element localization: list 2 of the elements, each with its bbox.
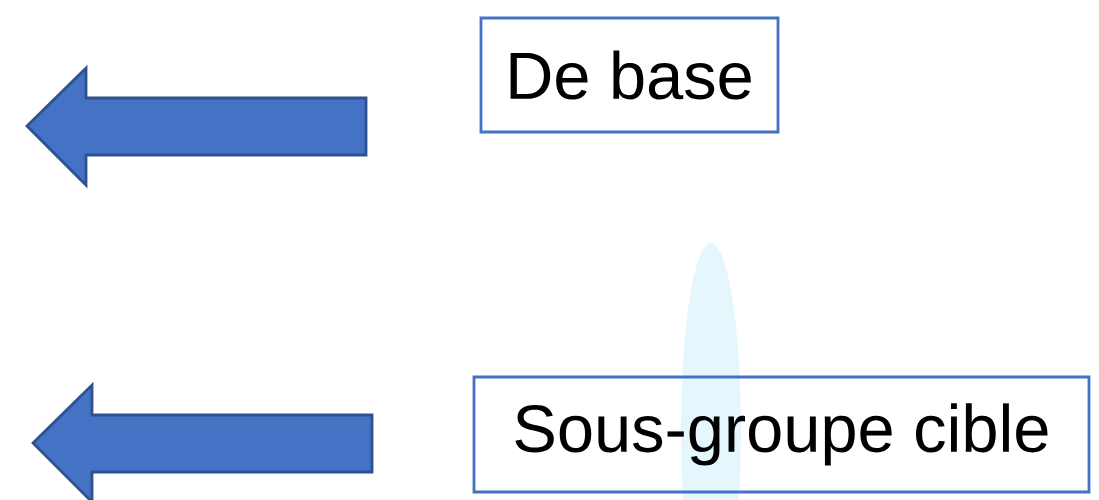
text-box: Sous-groupe cible [472,375,1091,494]
text-box: De base [479,16,780,134]
